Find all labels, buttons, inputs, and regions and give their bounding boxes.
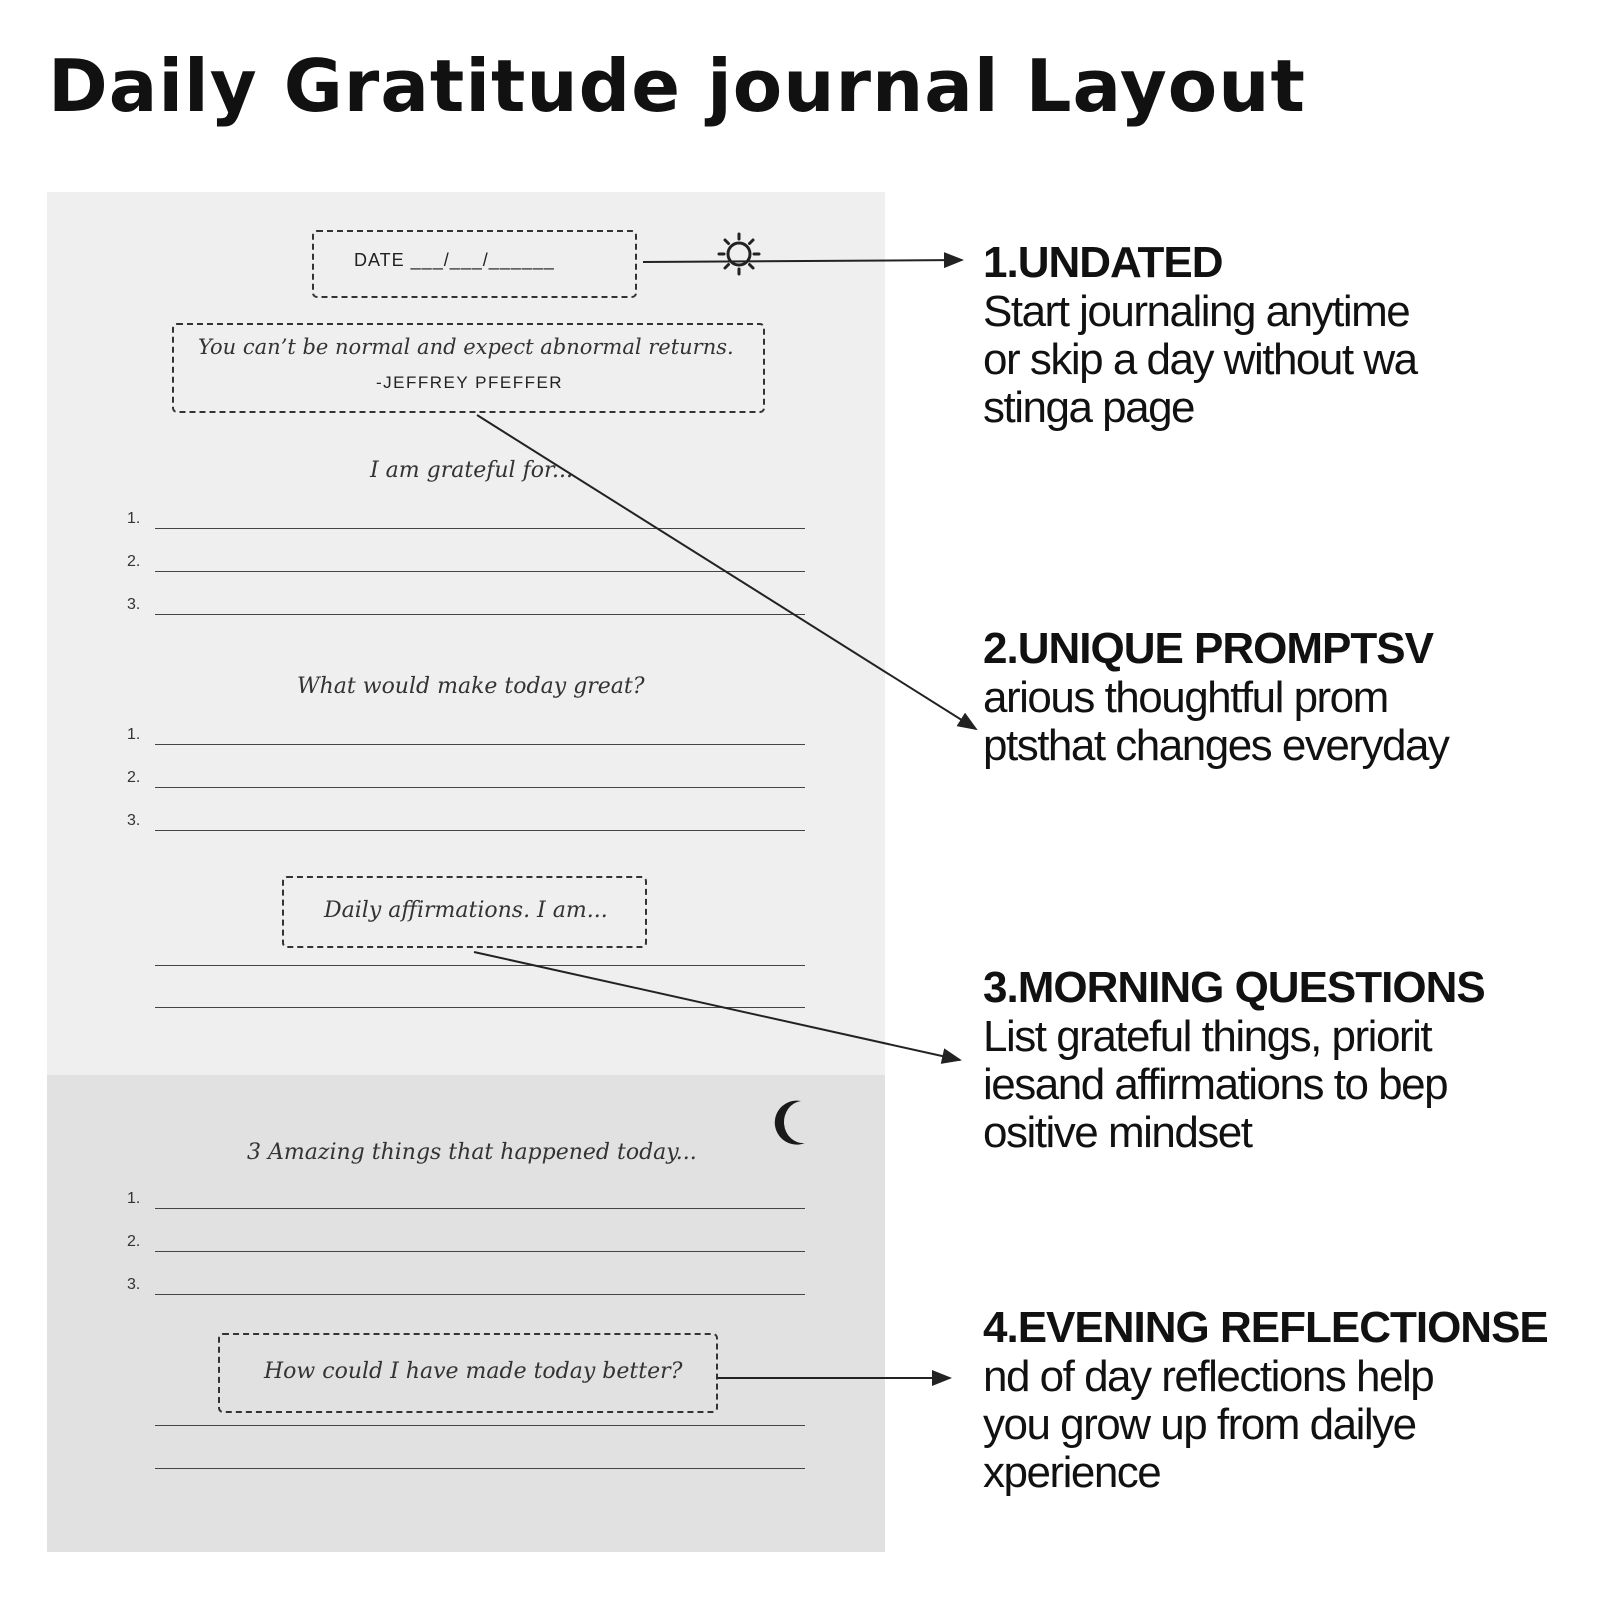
great-today-number-1: 1. — [127, 726, 141, 743]
callout-body: List grateful things, priorit iesand aff… — [983, 1012, 1449, 1157]
amazing-number-1: 1. — [127, 1190, 141, 1207]
callout-heading: 2.UNIQUE PROMPTSV — [983, 624, 1434, 673]
better-box: How could I have made today better? — [218, 1333, 718, 1413]
great-today-line-3[interactable] — [155, 830, 805, 831]
affirmations-line-2[interactable] — [155, 1007, 805, 1008]
great-today-line-1[interactable] — [155, 744, 805, 745]
callout-body: Start journaling anytime or skip a day w… — [983, 287, 1418, 432]
grateful-number-2: 2. — [127, 553, 141, 570]
callout-heading: 3.MORNING QUESTIONS — [983, 963, 1486, 1012]
date-label: DATE ___/___/______ — [354, 250, 555, 270]
callout-heading: 4.EVENING REFLECTIONSE — [983, 1303, 1549, 1352]
great-today-heading: What would make today great? — [297, 674, 645, 699]
callout-undated: 1.UNDATED Start journaling anytime or sk… — [983, 238, 1593, 432]
journal-page: DATE ___/___/______ You can’t be normal … — [47, 192, 885, 1552]
affirmations-box: Daily affirmations. I am... — [282, 876, 647, 948]
grateful-number-1: 1. — [127, 510, 141, 527]
affirmations-heading: Daily affirmations. I am... — [324, 898, 608, 923]
moon-icon — [774, 1100, 805, 1145]
grateful-line-2[interactable] — [155, 571, 805, 572]
callout-body: nd of day reflections help you grow up f… — [983, 1352, 1435, 1497]
callout-heading: 1.UNDATED — [983, 238, 1224, 287]
amazing-line-1[interactable] — [155, 1208, 805, 1209]
amazing-heading: 3 Amazing things that happened today... — [247, 1140, 697, 1165]
great-today-line-2[interactable] — [155, 787, 805, 788]
amazing-line-2[interactable] — [155, 1251, 805, 1252]
grateful-number-3: 3. — [127, 596, 141, 613]
great-today-number-3: 3. — [127, 812, 141, 829]
better-line-1[interactable] — [155, 1425, 805, 1426]
quote-box: You can’t be normal and expect abnormal … — [172, 323, 765, 413]
grateful-line-3[interactable] — [155, 614, 805, 615]
affirmations-line-1[interactable] — [155, 965, 805, 966]
callout-body: arious thoughtful prom ptsthat changes e… — [983, 673, 1450, 770]
evening-section — [47, 1075, 885, 1552]
page-title: Daily Gratitude journal Layout — [48, 44, 1306, 128]
date-box: DATE ___/___/______ — [312, 230, 637, 298]
amazing-line-3[interactable] — [155, 1294, 805, 1295]
callout-morning-questions: 3.MORNING QUESTIONS List grateful things… — [983, 963, 1593, 1157]
amazing-number-3: 3. — [127, 1276, 141, 1293]
quote-text: You can’t be normal and expect abnormal … — [198, 335, 734, 359]
better-line-2[interactable] — [155, 1468, 805, 1469]
callout-evening-reflections: 4.EVENING REFLECTIONSE nd of day reflect… — [983, 1303, 1593, 1497]
great-today-number-2: 2. — [127, 769, 141, 786]
sun-icon — [717, 232, 761, 276]
grateful-heading: I am grateful for... — [370, 458, 574, 483]
better-heading: How could I have made today better? — [264, 1359, 683, 1384]
quote-author: -JEFFREY PFEFFER — [376, 373, 564, 392]
callout-unique-prompts: 2.UNIQUE PROMPTSV arious thoughtful prom… — [983, 624, 1593, 770]
amazing-number-2: 2. — [127, 1233, 141, 1250]
grateful-line-1[interactable] — [155, 528, 805, 529]
